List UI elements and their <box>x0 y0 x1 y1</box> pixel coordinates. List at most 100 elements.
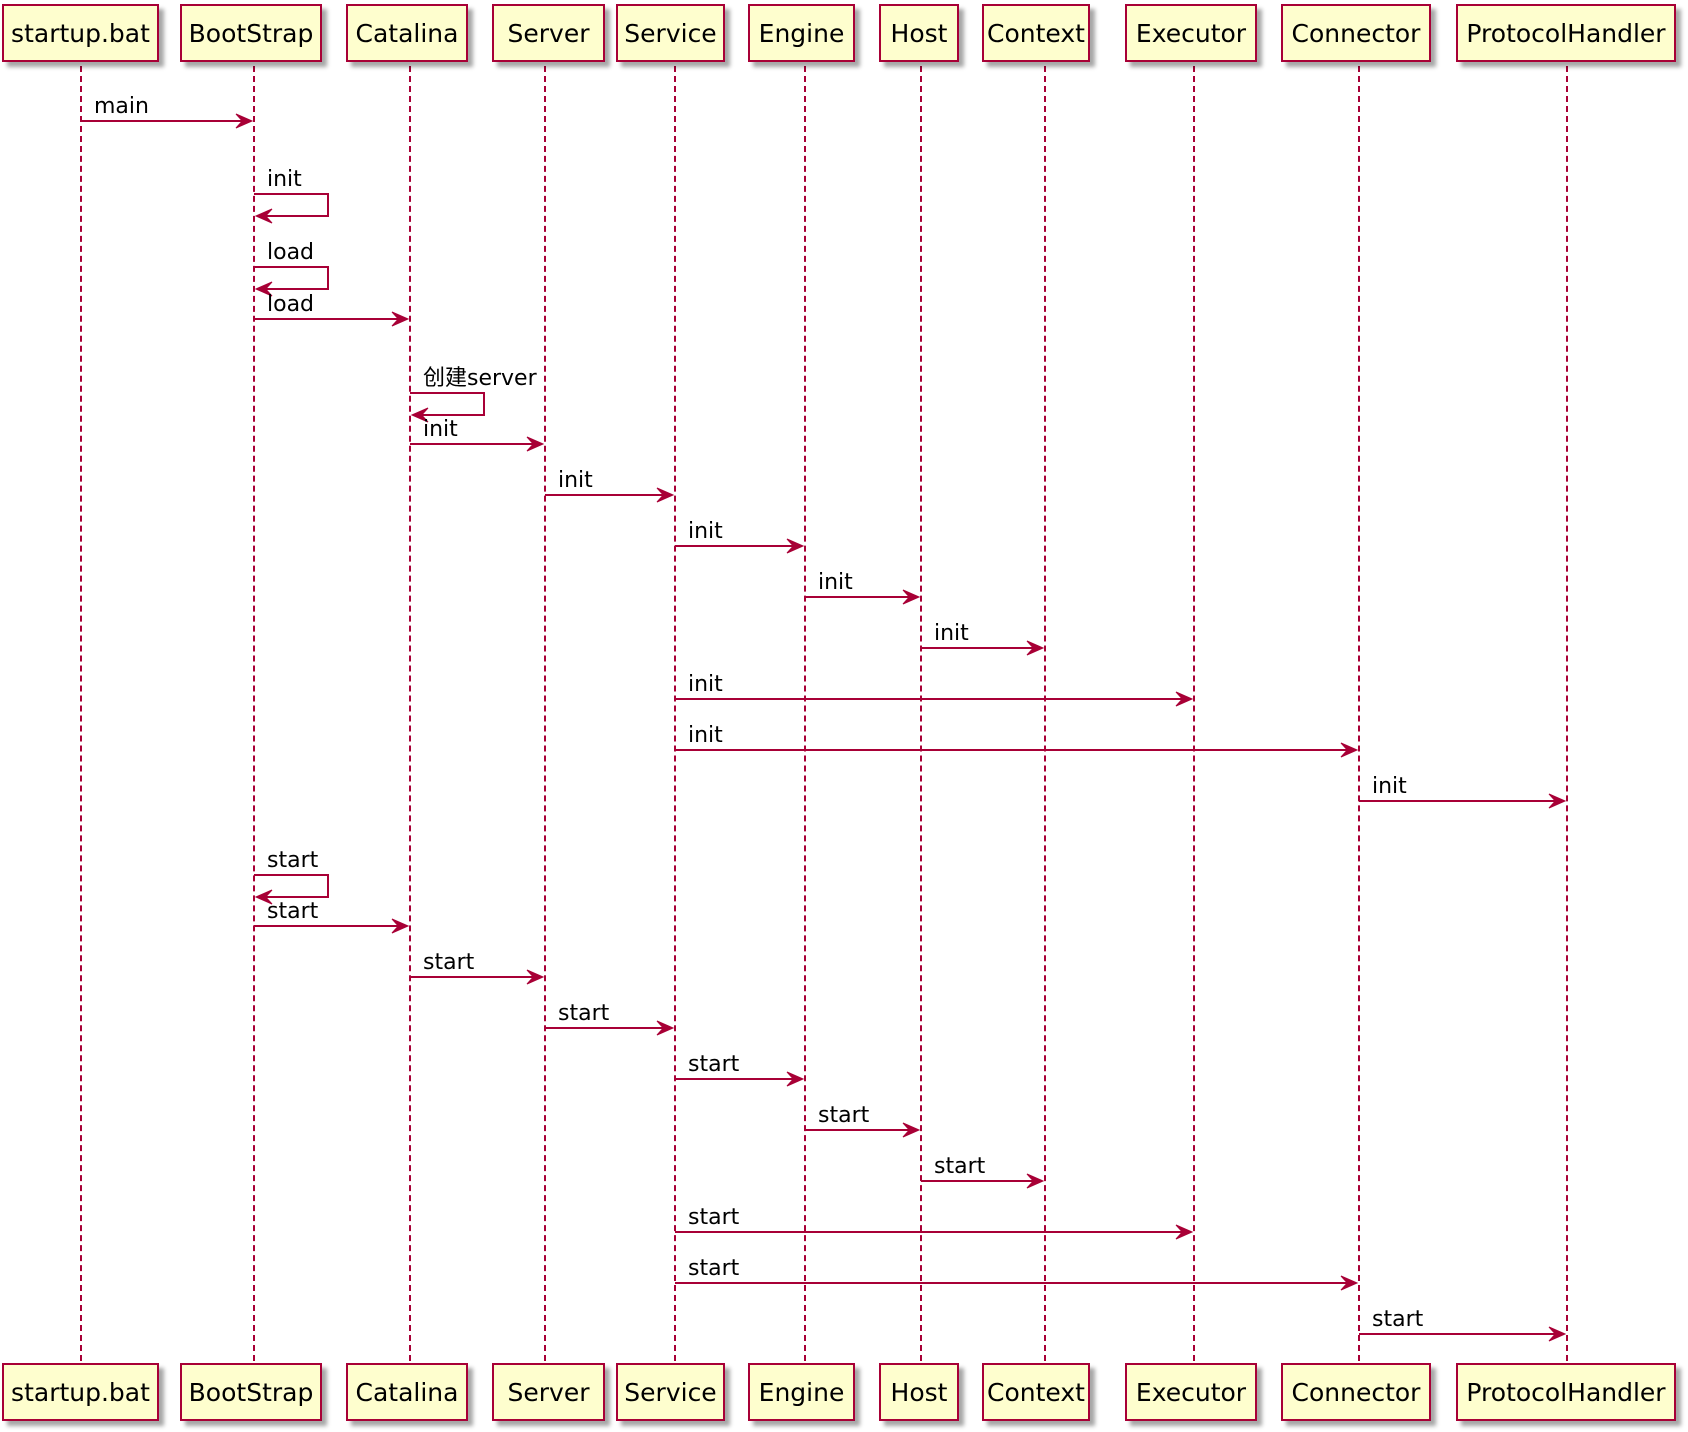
arrow-head <box>786 1071 805 1087</box>
message-label: init <box>423 417 458 442</box>
lifeline-catalina <box>409 66 411 1361</box>
participant-protocolhandler-top: ProtocolHandler <box>1456 4 1676 62</box>
arrow-head <box>1340 1275 1359 1291</box>
message-10: init <box>921 621 1045 656</box>
message-label: load <box>267 240 314 265</box>
message-label: init <box>688 519 723 544</box>
arrow-head <box>1175 691 1194 707</box>
participant-catalina-bottom: Catalina <box>346 1363 468 1421</box>
message-11: init <box>675 672 1194 707</box>
message-label: init <box>1372 774 1407 799</box>
participant-executor-top: Executor <box>1125 4 1257 62</box>
message-label: init <box>934 621 969 646</box>
message-label: start <box>1372 1307 1424 1332</box>
message-label: start <box>267 899 319 924</box>
message-20: start <box>921 1154 1045 1189</box>
message-5: 创建server <box>410 366 538 423</box>
message-1: main <box>81 94 254 129</box>
participant-protocolhandler-bottom: ProtocolHandler <box>1456 1363 1676 1421</box>
message-label: init <box>818 570 853 595</box>
message-21: start <box>675 1205 1194 1240</box>
message-19: start <box>805 1103 921 1138</box>
arrow-head <box>1548 793 1567 809</box>
self-message-arrow <box>410 392 485 416</box>
message-14: start <box>254 848 329 905</box>
message-9: init <box>805 570 921 605</box>
participant-context-top: Context <box>982 4 1090 62</box>
lifeline-startup <box>80 66 82 1361</box>
lifeline-context <box>1044 66 1046 1361</box>
message-label: init <box>688 723 723 748</box>
arrow-head <box>254 208 273 224</box>
participant-connector-top: Connector <box>1281 4 1431 62</box>
message-label: start <box>558 1001 610 1026</box>
lifeline-protocolhandler <box>1566 66 1568 1361</box>
arrow-head <box>391 311 410 327</box>
arrow-head <box>254 889 273 905</box>
message-label: start <box>934 1154 986 1179</box>
message-label: init <box>558 468 593 493</box>
message-label: main <box>94 94 149 119</box>
self-message-arrow <box>254 193 329 217</box>
message-label: init <box>267 167 302 192</box>
lifeline-connector <box>1358 66 1360 1361</box>
message-16: start <box>410 950 545 985</box>
participant-server-top: Server <box>492 4 605 62</box>
lifeline-executor <box>1193 66 1195 1361</box>
arrow-head <box>254 281 273 297</box>
arrow-head <box>902 1122 921 1138</box>
participant-host-top: Host <box>879 4 959 62</box>
message-4: load <box>254 292 410 327</box>
message-label: start <box>688 1052 740 1077</box>
message-8: init <box>675 519 805 554</box>
lifeline-host <box>920 66 922 1361</box>
arrow-head <box>902 589 921 605</box>
lifeline-service <box>674 66 676 1361</box>
participant-service-bottom: Service <box>616 1363 725 1421</box>
arrow-head <box>1175 1224 1194 1240</box>
participant-catalina-top: Catalina <box>346 4 468 62</box>
arrow-head <box>656 487 675 503</box>
participant-host-bottom: Host <box>879 1363 959 1421</box>
message-22: start <box>675 1256 1359 1291</box>
message-label: load <box>267 292 314 317</box>
participant-context-bottom: Context <box>982 1363 1090 1421</box>
message-12: init <box>675 723 1359 758</box>
message-6: init <box>410 417 545 452</box>
arrow-head <box>656 1020 675 1036</box>
arrow-head <box>526 436 545 452</box>
message-label: start <box>688 1205 740 1230</box>
message-label: start <box>818 1103 870 1128</box>
arrow-head <box>410 407 429 423</box>
lifeline-engine <box>804 66 806 1361</box>
message-17: start <box>545 1001 675 1036</box>
arrow-head <box>235 113 254 129</box>
message-23: start <box>1359 1307 1567 1342</box>
arrow-head <box>526 969 545 985</box>
participant-bootstrap-top: BootStrap <box>180 4 322 62</box>
participant-connector-bottom: Connector <box>1281 1363 1431 1421</box>
participant-server-bottom: Server <box>492 1363 605 1421</box>
participant-engine-bottom: Engine <box>748 1363 855 1421</box>
message-label: 创建server <box>423 366 538 391</box>
message-2: init <box>254 167 329 224</box>
lifeline-server <box>544 66 546 1361</box>
message-18: start <box>675 1052 805 1087</box>
message-label: init <box>688 672 723 697</box>
message-15: start <box>254 899 410 934</box>
arrow-head <box>1340 742 1359 758</box>
participant-startup-top: startup.bat <box>2 4 159 62</box>
message-7: init <box>545 468 675 503</box>
participant-engine-top: Engine <box>748 4 855 62</box>
message-3: load <box>254 240 329 297</box>
participant-service-top: Service <box>616 4 725 62</box>
message-label: start <box>267 848 319 873</box>
lifeline-bootstrap <box>253 66 255 1361</box>
self-message-arrow <box>254 266 329 290</box>
participant-bootstrap-bottom: BootStrap <box>180 1363 322 1421</box>
message-label: start <box>423 950 475 975</box>
self-message-arrow <box>254 874 329 898</box>
